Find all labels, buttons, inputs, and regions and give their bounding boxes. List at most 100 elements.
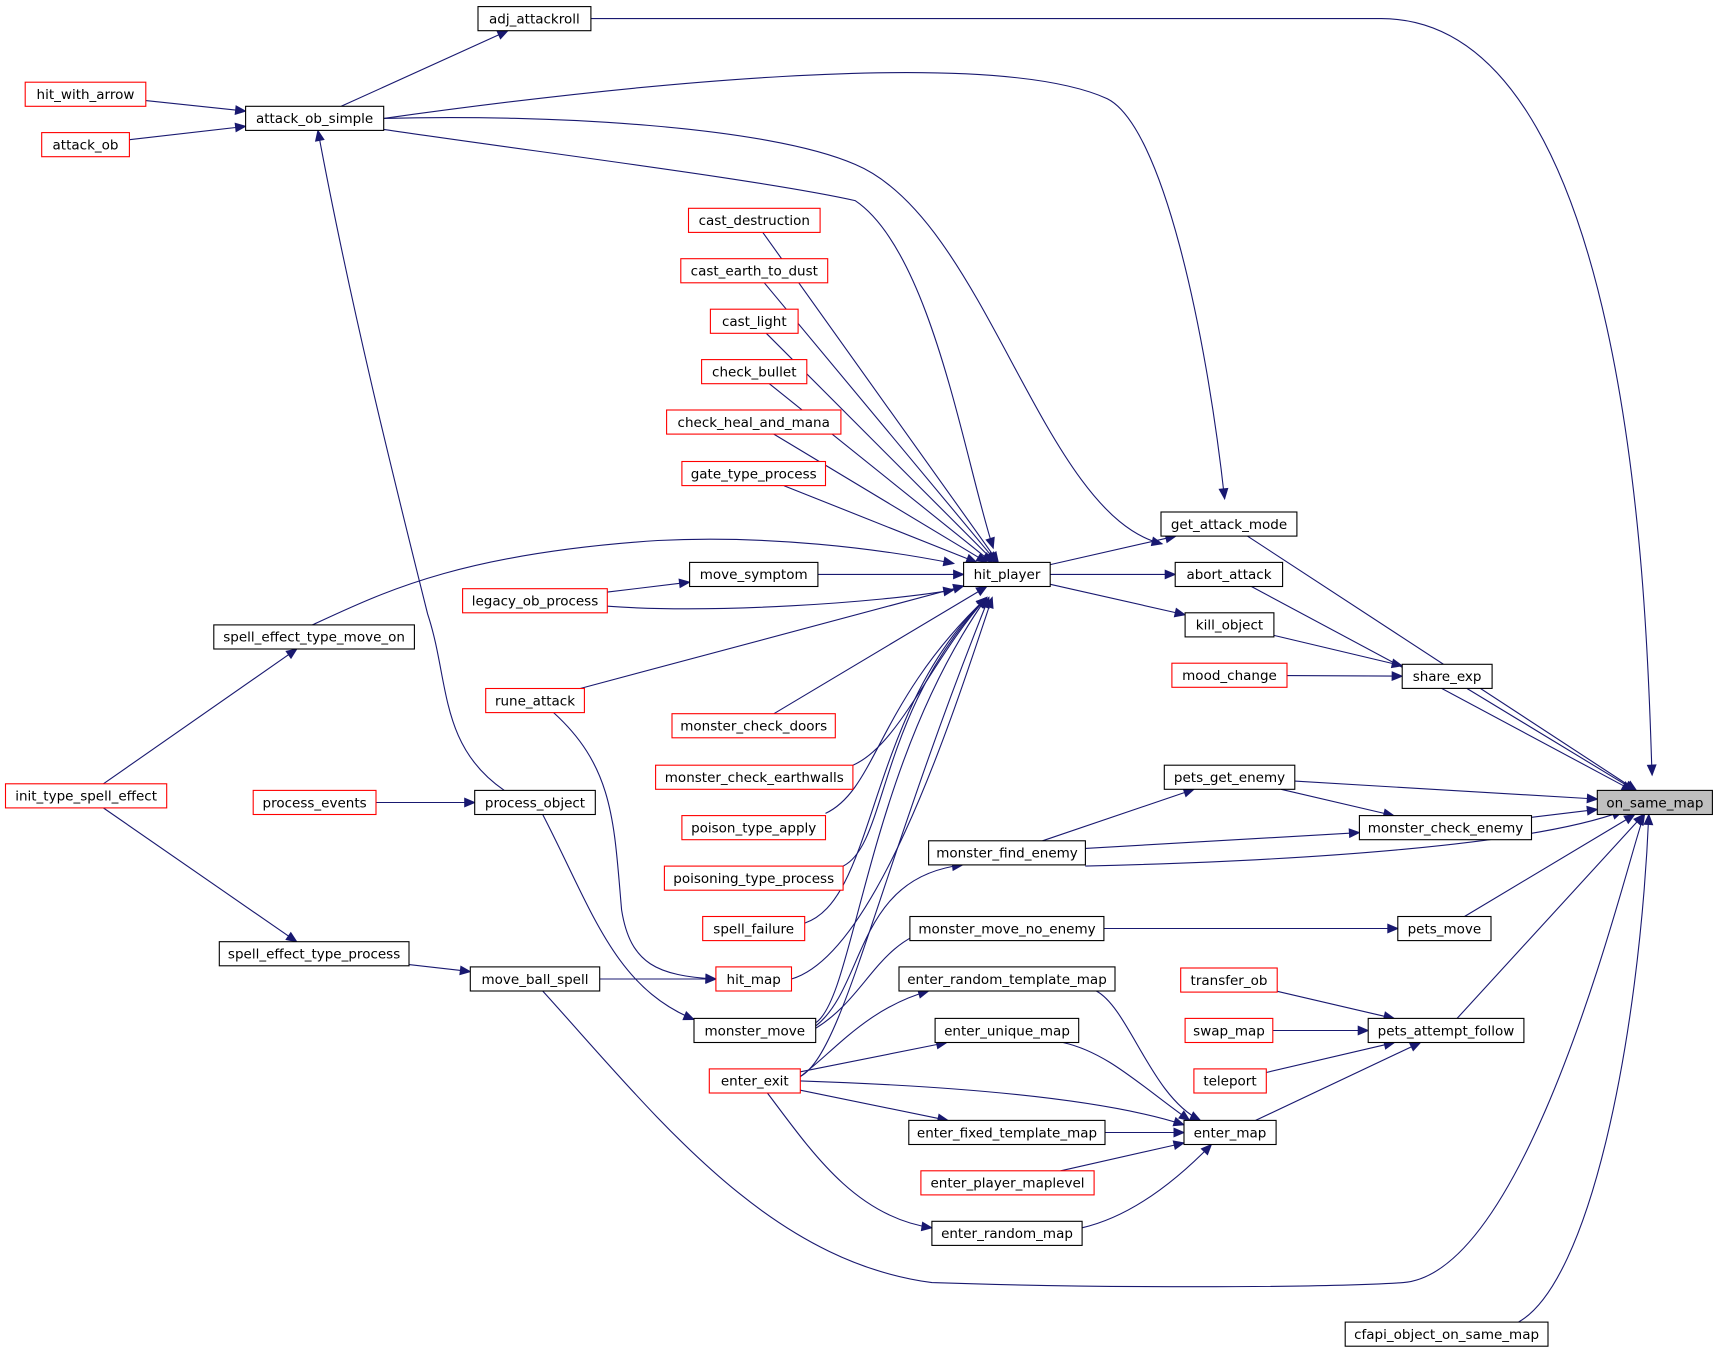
node-enter-random-template-map[interactable]: enter_random_template_map bbox=[898, 966, 1116, 992]
node-pets-attempt-follow[interactable]: pets_attempt_follow bbox=[1367, 1017, 1525, 1044]
node-pets-get-enemy[interactable]: pets_get_enemy bbox=[1163, 764, 1296, 790]
node-pets-move[interactable]: pets_move bbox=[1397, 915, 1492, 942]
edge-line bbox=[1266, 1044, 1385, 1074]
node-share-exp[interactable]: share_exp bbox=[1401, 663, 1493, 689]
node-label: monster_check_enemy bbox=[1368, 821, 1523, 837]
node-label: attack_ob_simple bbox=[256, 111, 373, 127]
edge-line bbox=[1042, 791, 1185, 842]
edge-hit_player-to-kill_object bbox=[1050, 583, 1187, 618]
edge-enter_exit-to-enter_map bbox=[800, 1080, 1186, 1127]
node-swap-map[interactable]: swap_map bbox=[1184, 1017, 1274, 1044]
node-spell-effect-type-move-on[interactable]: spell_effect_type_move_on bbox=[213, 624, 415, 650]
edge-legacy_ob_process-to-move_symptom bbox=[607, 578, 691, 593]
node-box bbox=[898, 966, 1116, 992]
node-cast-light[interactable]: cast_light bbox=[709, 308, 799, 334]
node-poison-type-apply[interactable]: poison_type_apply bbox=[681, 815, 827, 841]
edge-arrowhead bbox=[1173, 607, 1187, 618]
node-box bbox=[693, 1017, 817, 1044]
node-process-events[interactable]: process_events bbox=[252, 789, 377, 816]
node-mood-change[interactable]: mood_change bbox=[1171, 662, 1288, 688]
edge-line bbox=[607, 582, 680, 593]
node-label: mood_change bbox=[1182, 668, 1277, 684]
node-spell-failure[interactable]: spell_failure bbox=[702, 915, 806, 942]
node-cast-earth-to-dust[interactable]: cast_earth_to_dust bbox=[680, 258, 829, 284]
edge-arrowhead bbox=[1387, 923, 1400, 934]
node-spell-effect-type-process[interactable]: spell_effect_type_process bbox=[218, 941, 410, 967]
edge-pets_attempt_follow-to-on_same_map bbox=[1456, 813, 1645, 1019]
edge-line bbox=[1096, 990, 1201, 1121]
node-box bbox=[477, 6, 592, 32]
edge-line bbox=[553, 712, 716, 980]
node-box bbox=[1163, 764, 1296, 790]
edge-line bbox=[607, 589, 954, 610]
node-box bbox=[709, 308, 799, 334]
node-box bbox=[689, 561, 819, 588]
node-monster-move-no-enemy[interactable]: monster_move_no_enemy bbox=[909, 915, 1105, 942]
node-kill-object[interactable]: kill_object bbox=[1184, 612, 1275, 638]
node-enter-map[interactable]: enter_map bbox=[1183, 1119, 1277, 1146]
node-label: spell_effect_type_move_on bbox=[223, 630, 405, 646]
node-cast-destruction[interactable]: cast_destruction bbox=[687, 207, 821, 233]
node-init-type-spell-effect[interactable]: init_type_spell_effect bbox=[4, 783, 168, 809]
edge-process_events-to-process_object bbox=[376, 797, 476, 808]
node-adj-attackroll[interactable]: adj_attackroll bbox=[477, 6, 592, 32]
node-hit-player[interactable]: hit_player bbox=[963, 561, 1051, 588]
edge-line bbox=[1255, 1046, 1412, 1121]
node-label: process_events bbox=[263, 795, 367, 811]
node-box bbox=[681, 815, 827, 841]
node-attack-ob[interactable]: attack_ob bbox=[41, 132, 130, 158]
node-transfer-ob[interactable]: transfer_ob bbox=[1180, 967, 1278, 993]
node-box bbox=[702, 915, 806, 942]
node-hit-map[interactable]: hit_map bbox=[715, 966, 793, 992]
node-box bbox=[1344, 1321, 1549, 1347]
node-label: check_bullet bbox=[712, 364, 797, 380]
node-label: rune_attack bbox=[495, 693, 575, 709]
node-poisoning-type-process[interactable]: poisoning_type_process bbox=[663, 865, 844, 891]
node-enter-random-map[interactable]: enter_random_map bbox=[931, 1220, 1083, 1246]
edge-line bbox=[800, 1080, 1185, 1126]
node-cfapi-object-on-same-map[interactable]: cfapi_object_on_same_map bbox=[1344, 1321, 1549, 1347]
node-monster-check-enemy[interactable]: monster_check_enemy bbox=[1358, 815, 1533, 841]
edge-process_object-to-monster_move bbox=[542, 814, 696, 1021]
node-box bbox=[934, 1017, 1080, 1044]
node-enter-player-maplevel[interactable]: enter_player_maplevel bbox=[920, 1170, 1095, 1196]
node-monster-check-doors[interactable]: monster_check_doors bbox=[671, 713, 836, 739]
node-box bbox=[701, 359, 808, 385]
node-move-ball-spell[interactable]: move_ball_spell bbox=[469, 966, 601, 992]
node-legacy-ob-process[interactable]: legacy_ob_process bbox=[462, 588, 608, 614]
node-box bbox=[655, 764, 854, 790]
edge-line bbox=[1050, 537, 1167, 566]
edge-arrowhead bbox=[1391, 671, 1404, 682]
node-label: on_same_map bbox=[1606, 795, 1703, 811]
edge-line bbox=[815, 597, 988, 1024]
node-check-bullet[interactable]: check_bullet bbox=[701, 359, 808, 385]
node-box bbox=[1180, 967, 1278, 993]
edge-line bbox=[766, 1092, 932, 1229]
node-on-same-map[interactable]: on_same_map bbox=[1596, 789, 1713, 816]
node-abort-attack[interactable]: abort_attack bbox=[1174, 561, 1284, 588]
node-check-heal-and-mana[interactable]: check_heal_and_mana bbox=[666, 409, 842, 435]
node-process-object[interactable]: process_object bbox=[474, 789, 596, 816]
edge-arrowhead bbox=[285, 648, 298, 660]
node-attack-ob-simple[interactable]: attack_ob_simple bbox=[245, 105, 385, 131]
node-teleport[interactable]: teleport bbox=[1193, 1068, 1267, 1094]
node-rune-attack[interactable]: rune_attack bbox=[485, 687, 585, 714]
node-monster-move[interactable]: monster_move bbox=[693, 1017, 817, 1044]
node-gate-type-process[interactable]: gate_type_process bbox=[681, 460, 827, 487]
node-label: enter_map bbox=[1194, 1125, 1267, 1141]
node-label: check_heal_and_mana bbox=[678, 415, 830, 431]
node-enter-exit[interactable]: enter_exit bbox=[708, 1068, 801, 1094]
edge-line bbox=[580, 588, 955, 690]
node-monster-check-earthwalls[interactable]: monster_check_earthwalls bbox=[655, 764, 854, 790]
node-label: cfapi_object_on_same_map bbox=[1354, 1327, 1539, 1343]
node-enter-fixed-template-map[interactable]: enter_fixed_template_map bbox=[908, 1119, 1106, 1146]
node-box bbox=[245, 105, 385, 131]
edge-line bbox=[1081, 1144, 1212, 1229]
node-hit-with-arrow[interactable]: hit_with_arrow bbox=[24, 81, 147, 107]
node-label: teleport bbox=[1203, 1074, 1256, 1090]
edge-hit_player-to-abort_attack bbox=[1050, 569, 1177, 580]
node-get-attack-mode[interactable]: get_attack_mode bbox=[1160, 511, 1298, 537]
node-monster-find-enemy[interactable]: monster_find_enemy bbox=[928, 840, 1086, 866]
node-enter-unique-map[interactable]: enter_unique_map bbox=[934, 1017, 1080, 1044]
node-move-symptom[interactable]: move_symptom bbox=[689, 561, 819, 588]
